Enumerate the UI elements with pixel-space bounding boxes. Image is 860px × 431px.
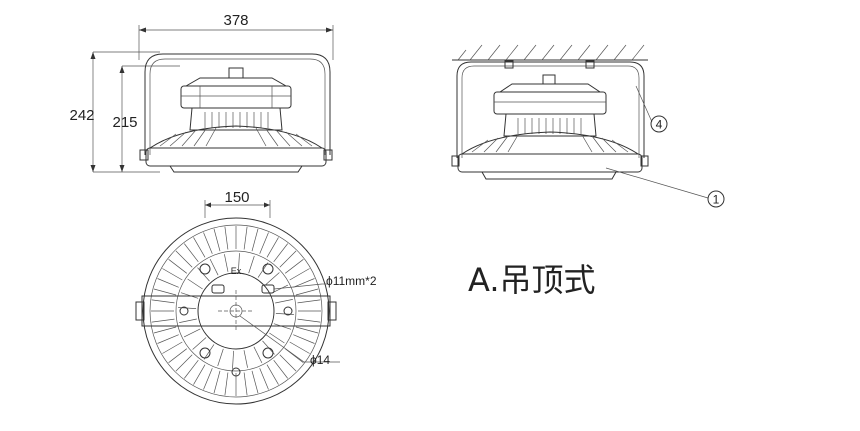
heatsink-fin	[279, 250, 297, 268]
heatsink-fin	[151, 299, 175, 304]
callout-4-circle	[650, 115, 668, 133]
heatsink-fin	[293, 334, 315, 344]
heatsink-fin	[289, 341, 310, 354]
heatsink-fin	[273, 359, 288, 379]
inner-fin	[217, 348, 224, 367]
heatsink-fin	[295, 288, 319, 296]
heatsink-fin	[259, 232, 269, 254]
heatsink-fin	[243, 372, 248, 396]
heatsink-fin	[289, 268, 310, 281]
dim-center-hole: ϕ14	[310, 353, 330, 367]
inner-fin	[209, 258, 219, 276]
dim-height-body: 215	[112, 114, 137, 131]
inner-fin	[243, 350, 248, 368]
heatsink-fin	[184, 243, 199, 263]
heatsink-fin	[203, 232, 213, 254]
heatsink-fin	[273, 243, 288, 263]
dim-height-total: 242	[69, 107, 94, 124]
heatsink-fin	[162, 341, 183, 354]
heatsink-fin	[266, 364, 279, 385]
inner-fin	[275, 299, 293, 304]
dim-bolt-spacing: 150	[224, 189, 249, 206]
heatsink-fin	[193, 237, 206, 258]
heatsink-fin	[157, 334, 179, 344]
heatsink-fin	[153, 326, 177, 334]
heatsink-fin	[168, 259, 188, 274]
heatsink-fin	[168, 348, 188, 363]
dim-width-total: 378	[223, 12, 248, 29]
front-view: 378 242 215	[69, 12, 334, 173]
heatsink-fin	[153, 288, 177, 296]
inner-fin	[224, 254, 229, 272]
heatsink-fin	[297, 318, 321, 323]
inner-fin	[203, 344, 215, 360]
heatsink-fin	[213, 228, 221, 252]
bottom-view: 150 Ex ϕ11mm*2 ϕ14	[135, 189, 377, 405]
heatsink-fin	[259, 368, 269, 390]
heatsink-fin	[279, 354, 297, 372]
mount-type-caption: A.吊顶式	[468, 261, 596, 299]
inner-fin	[232, 350, 234, 369]
inner-fin	[187, 278, 203, 290]
heatsink-fin	[151, 318, 175, 323]
heatsink-fin	[193, 364, 206, 385]
heatsink-fin	[213, 370, 221, 394]
heatsink-fin	[162, 268, 183, 281]
inner-fin	[197, 267, 210, 282]
heatsink-fin	[203, 368, 213, 390]
heatsink-fin	[284, 259, 304, 274]
heatsink-fin	[157, 278, 179, 288]
heatsink-fin	[251, 228, 259, 252]
heatsink-fin	[224, 372, 229, 396]
heatsink-fin	[175, 354, 193, 372]
heatsink-fin	[175, 250, 193, 268]
inner-fin	[271, 284, 289, 294]
heatsink-fin	[251, 370, 259, 394]
inner-fin	[248, 255, 255, 274]
inner-fin	[179, 318, 197, 323]
callout-4-label: 4	[656, 118, 663, 132]
heatsink-fin	[266, 237, 279, 258]
heatsink-fin	[184, 359, 199, 379]
inner-fin	[238, 253, 240, 272]
heatsink-fin	[297, 299, 321, 304]
inner-fin	[192, 337, 207, 350]
heatsink-fin	[224, 226, 229, 250]
dim-bolt-hole: ϕ11mm*2	[326, 274, 377, 288]
ex-mark: Ex	[231, 266, 242, 276]
heatsink-fin	[293, 278, 315, 288]
inner-fin	[265, 272, 280, 285]
inner-fin	[253, 346, 263, 364]
callout-1-label: 1	[713, 193, 720, 207]
callout-1-circle	[707, 190, 725, 208]
heatsink-fin	[243, 226, 248, 250]
heatsink-fin	[295, 326, 319, 334]
ceiling-mount-view: 4 1	[451, 44, 725, 208]
inner-fin	[183, 328, 201, 338]
inner-fin	[269, 332, 285, 344]
